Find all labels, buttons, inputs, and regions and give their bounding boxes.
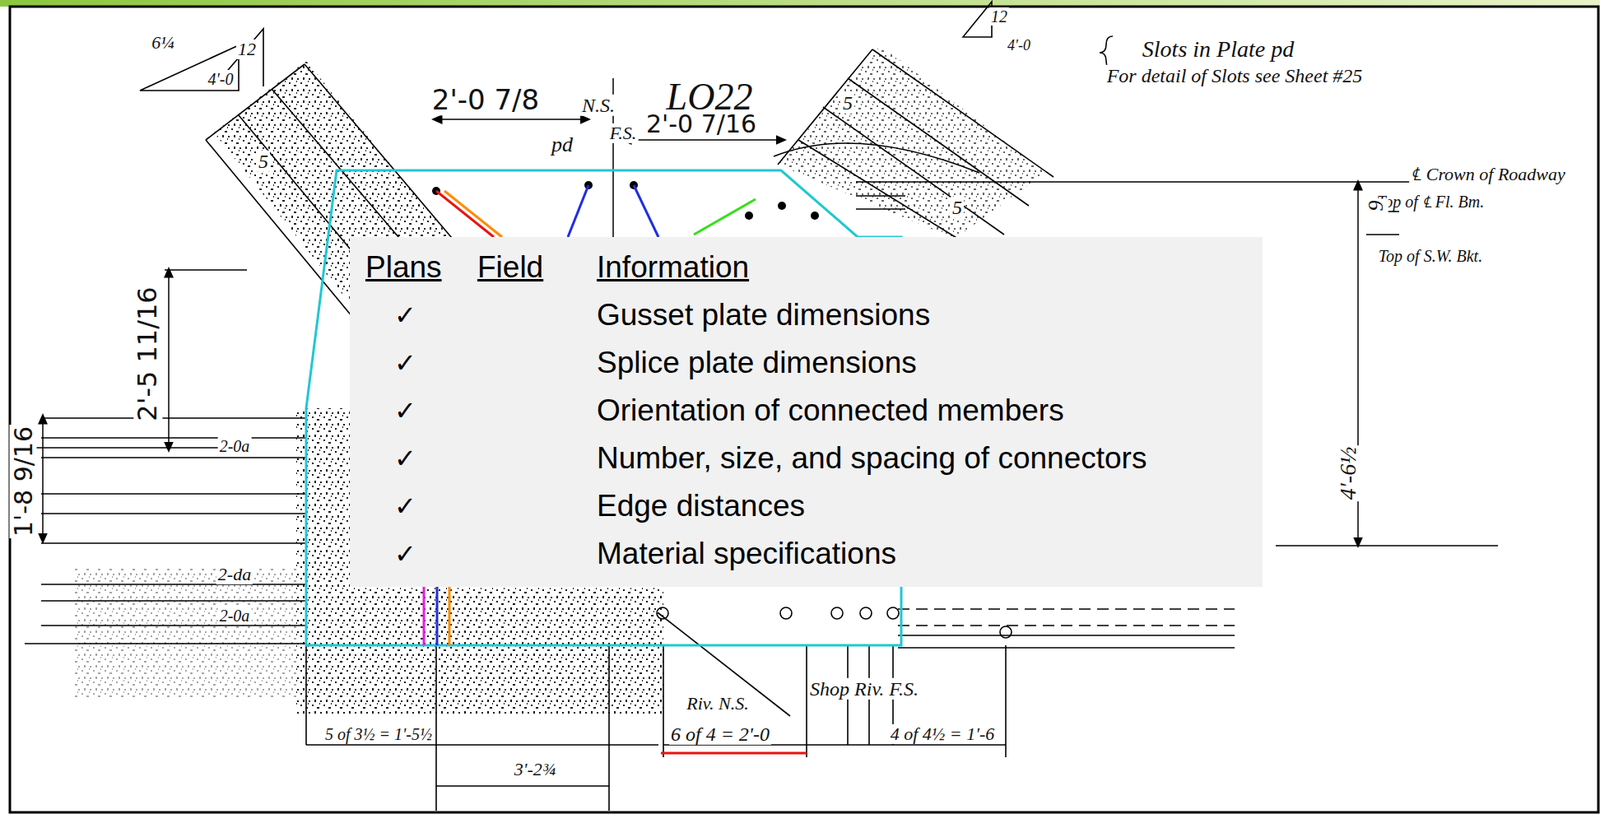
dimension-label: 1'-8 9/16	[9, 424, 38, 539]
dimension-label: 5 of 3½ = 1'-5½	[323, 725, 434, 744]
table-cell: Orientation of connected members	[596, 393, 1065, 429]
dimension-label: 6 of 4 = 2'-0	[669, 723, 772, 745]
table-cell: Number, size, and spacing of connectors	[596, 441, 1147, 477]
dimension-label: 2'-5 11/16	[133, 284, 163, 423]
dimension-label: Riv. N.S.	[684, 693, 750, 714]
dimension-label: 5	[950, 196, 964, 219]
table-cell: Material specifications	[596, 536, 897, 573]
dimension-label: 2'-0 7/16	[644, 110, 759, 138]
dimension-label: 2'-0 7/8	[430, 84, 541, 116]
dimension-label: Top of S.W. Bkt.	[1376, 246, 1484, 266]
dimension-label: 6¼	[149, 32, 177, 53]
dimension-label: 9	[1364, 199, 1389, 214]
dimension-label: For detail of Slots see Sheet #25	[1105, 65, 1365, 87]
dimension-label: Shop Riv. F.S.	[808, 678, 921, 700]
dimension-label: 4'-0	[1005, 37, 1033, 55]
table-cell: Splice plate dimensions	[596, 345, 917, 382]
table-cell: ✓	[394, 348, 417, 379]
dimension-label: 2-da	[216, 564, 253, 585]
dimension-label: 4'-0	[206, 69, 236, 89]
table-header: Information	[596, 250, 749, 286]
info-table-panel: Plans Field Information ✓ Gusset plate dimen…	[349, 237, 1263, 587]
dimension-label: 2-0a	[218, 606, 252, 625]
dimension-label: F.S.	[608, 123, 639, 144]
dimension-label: 5	[256, 150, 270, 173]
table-cell: Edge distances	[596, 488, 805, 525]
dimension-label: 3'-2¾	[512, 759, 559, 780]
table-cell: ✓	[394, 539, 417, 570]
table-cell: ✓	[394, 491, 417, 522]
dimension-label: pd	[549, 133, 575, 158]
dimension-label: N.S.	[580, 94, 617, 117]
table-header: Plans	[365, 250, 442, 286]
dimension-label: Top of ℄ Fl. Bm.	[1375, 192, 1486, 211]
table-cell: ✓	[394, 443, 417, 475]
dimension-label: 4 of 4½ = 1'-6	[888, 724, 997, 745]
dimension-label: 12	[236, 39, 258, 60]
dimension-label: ℄ Crown of Roadway	[1409, 164, 1568, 185]
dimension-label: 4'-6½	[1335, 445, 1362, 502]
table-cell: ✓	[394, 300, 417, 331]
table-cell: ✓	[394, 395, 417, 427]
dimension-label: 2-0a	[218, 437, 252, 456]
dimension-label: 12	[989, 7, 1010, 26]
table-cell: Gusset plate dimensions	[596, 297, 931, 334]
dimension-label: Slots in Plate pd	[1140, 37, 1296, 63]
dimension-label: 5	[841, 92, 855, 114]
table-header: Field	[477, 250, 544, 286]
